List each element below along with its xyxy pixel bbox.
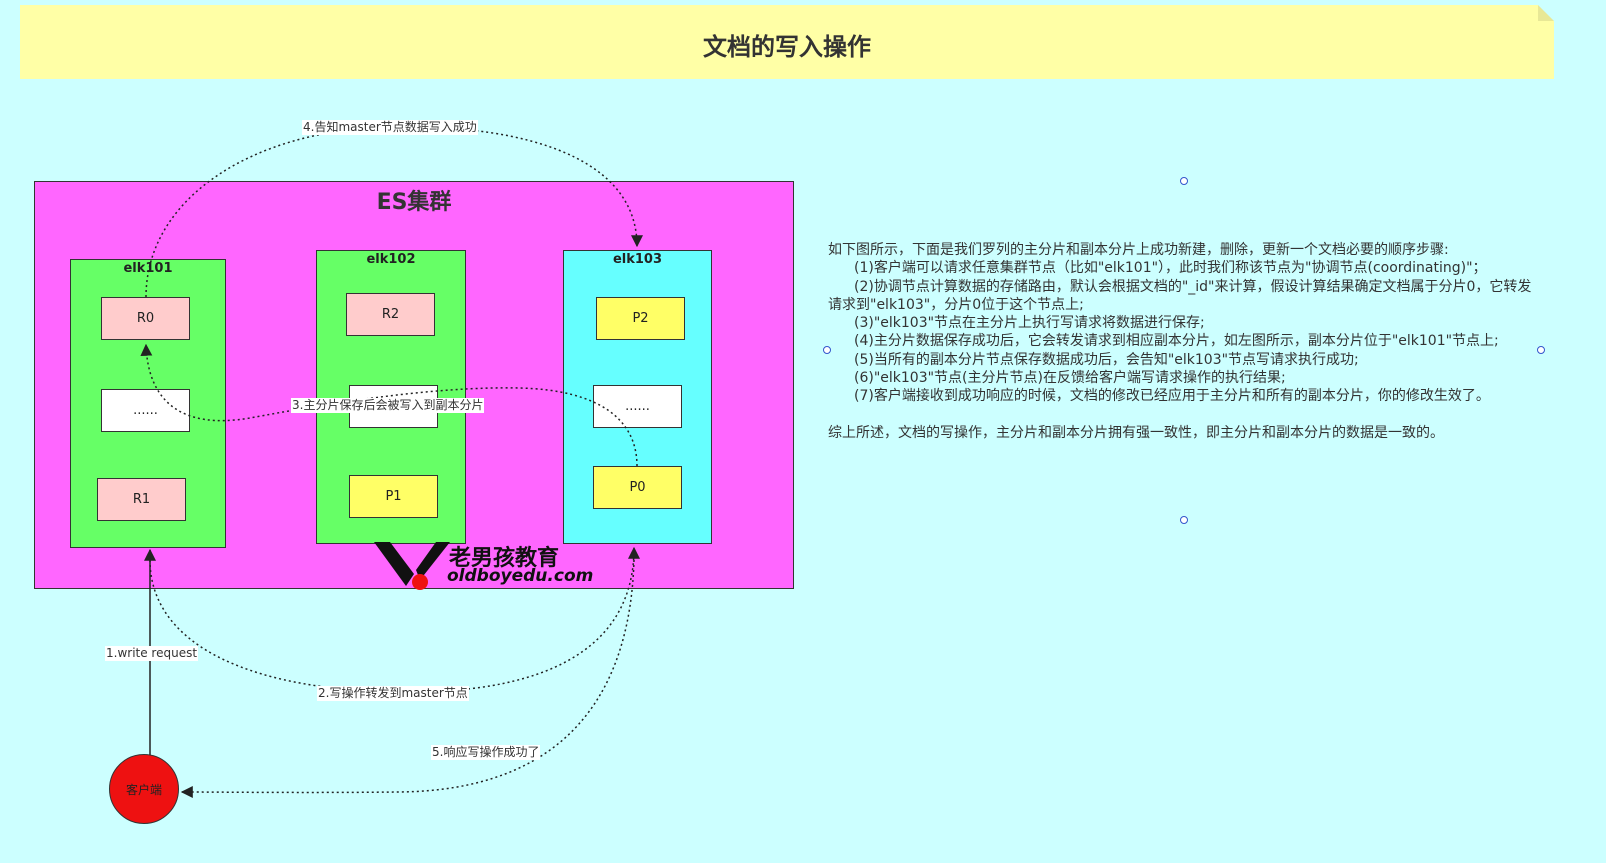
shard-r2: R2 — [346, 293, 435, 336]
step-label-1: 1.write request — [105, 646, 199, 661]
client-node: 客户端 — [109, 754, 179, 824]
shard-placeholder: ...... — [101, 389, 190, 432]
shard-placeholder: ...... — [593, 385, 682, 428]
description-intro: 如下图所示，下面是我们罗列的主分片和副本分片上成功新建，删除，更新一个文档必要的… — [828, 242, 1449, 258]
node-title: elk101 — [123, 261, 173, 276]
title-banner: 文档的写入操作 — [20, 5, 1554, 79]
description-step: (7)客户端接收到成功响应的时候，文档的修改已经应用于主分片和所有的副本分片，你… — [854, 388, 1490, 405]
shard-p2: P2 — [596, 297, 685, 340]
watermark-domain: oldboyedu.com — [447, 566, 594, 586]
step-label-4: 4.告知master节点数据写入成功 — [302, 120, 478, 135]
watermark-chinese: 老男孩教育 — [449, 546, 560, 571]
shard-p1: P1 — [349, 475, 438, 518]
oldboy-logo-icon — [374, 542, 450, 590]
resize-handle-left[interactable] — [823, 346, 831, 354]
resize-handle-bottom[interactable] — [1180, 516, 1188, 524]
description-step: (3)"elk103"节点在主分片上执行写请求将数据进行保存; — [854, 315, 1205, 332]
resize-handle-top[interactable] — [1180, 177, 1188, 185]
node-title: elk103 — [612, 252, 663, 267]
shard-r0: R0 — [101, 297, 190, 340]
page-fold-corner — [1538, 5, 1554, 21]
shard-r1: R1 — [97, 478, 186, 521]
description-step: (4)主分片数据保存成功后，它会转发请求到相应副本分片，如左图所示，副本分片位于… — [854, 333, 1499, 350]
step-label-5: 5.响应写操作成功了 — [431, 745, 541, 760]
description-summary: 综上所述，文档的写操作，主分片和副本分片拥有强一致性，即主分片和副本分片的数据是… — [828, 424, 1444, 441]
description-text: 如下图所示，下面是我们罗列的主分片和副本分片上成功新建，删除，更新一个文档必要的… — [828, 241, 1540, 442]
edge-replicate — [140, 343, 638, 467]
step-label-3: 3.主分片保存后会被写入到副本分片 — [291, 398, 485, 413]
step-label-2: 2.写操作转发到master节点 — [317, 686, 469, 701]
description-step: (5)当所有的副本分片节点保存数据成功后，会告知"elk103"节点写请求执行成… — [854, 351, 1359, 368]
edge-forward-master — [149, 546, 640, 693]
description-step: (1)客户端可以请求任意集群节点（比如"elk101"），此时我们称该节点为"协… — [854, 260, 1487, 277]
edge-respond — [180, 559, 635, 799]
description-step: (6)"elk103"节点(主分片节点)在反馈给客户端写请求操作的执行结果; — [854, 370, 1286, 387]
edge-ack-master — [145, 126, 643, 298]
shard-p0: P0 — [593, 466, 682, 509]
resize-handle-right[interactable] — [1537, 346, 1545, 354]
cluster-title: ES集群 — [376, 190, 452, 215]
description-step: (2)协调节点计算数据的存储路由，默认会根据文档的"_id"来计算，假设计算结果… — [828, 278, 1532, 313]
page-title: 文档的写入操作 — [703, 33, 871, 61]
node-title: elk102 — [366, 252, 416, 267]
